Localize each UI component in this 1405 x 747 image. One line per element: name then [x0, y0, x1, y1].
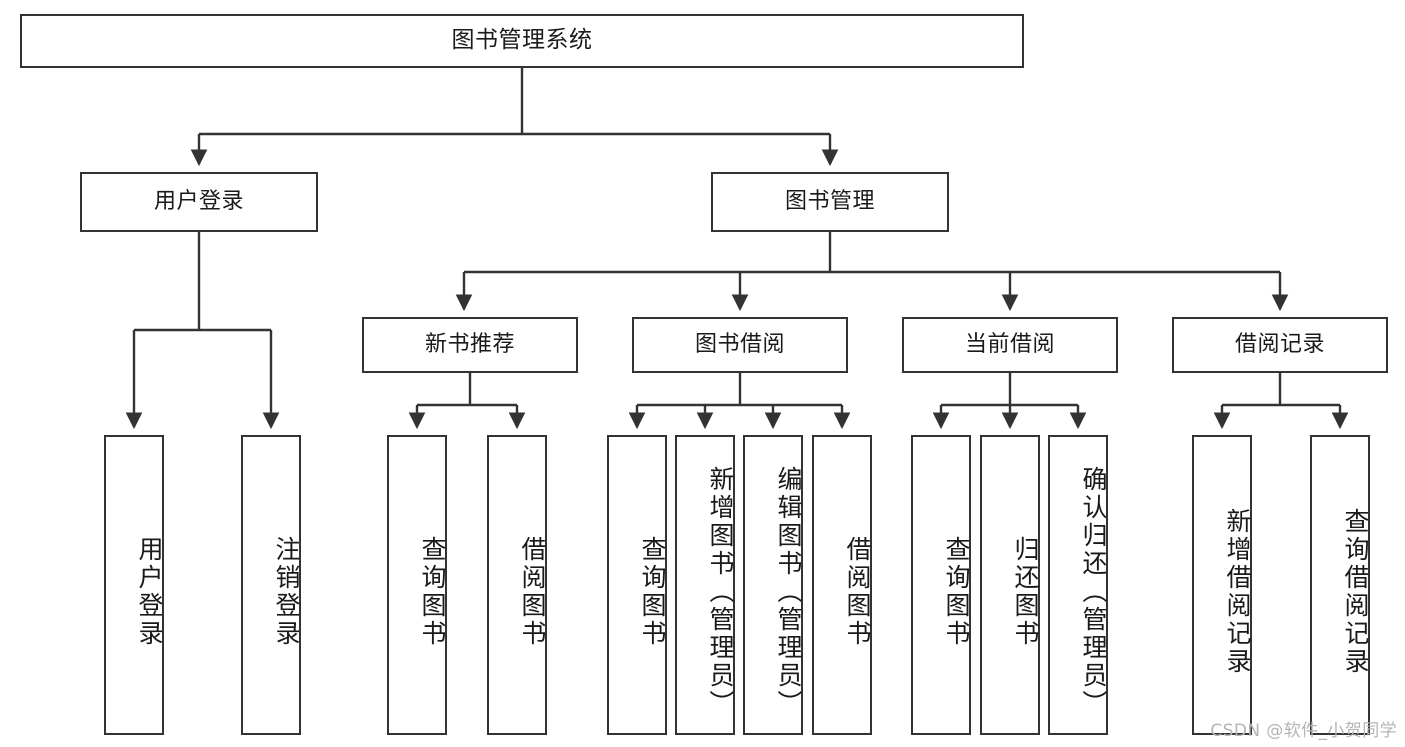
node-new-book-recommend-label: 新书推荐: [424, 332, 515, 358]
node-book-management-label: 图书管理: [784, 189, 875, 215]
node-leaf-confirm-return[interactable]: 确认归还（管理员）: [1048, 435, 1108, 735]
node-leaf-add-book-label: 新增图书（管理员）: [706, 466, 735, 718]
node-borrow-record[interactable]: 借阅记录: [1172, 317, 1388, 373]
node-leaf-user-logout[interactable]: 注销登录: [241, 435, 301, 735]
node-leaf-borrow-book-2[interactable]: 借阅图书: [812, 435, 872, 735]
node-leaf-query-record[interactable]: 查询借阅记录: [1310, 435, 1370, 735]
node-borrow-record-label: 借阅记录: [1234, 332, 1325, 358]
node-leaf-add-record-label: 新增借阅记录: [1223, 508, 1252, 676]
node-root-label: 图书管理系统: [451, 27, 593, 54]
node-user-login-label: 用户登录: [153, 189, 244, 215]
node-user-login[interactable]: 用户登录: [80, 172, 318, 232]
node-current-borrow[interactable]: 当前借阅: [902, 317, 1118, 373]
node-book-management[interactable]: 图书管理: [711, 172, 949, 232]
node-root-book-management-system[interactable]: 图书管理系统: [20, 14, 1024, 68]
node-book-borrow[interactable]: 图书借阅: [632, 317, 848, 373]
node-leaf-user-login[interactable]: 用户登录: [104, 435, 164, 735]
node-leaf-query-book-1[interactable]: 查询图书: [387, 435, 447, 735]
node-leaf-edit-book[interactable]: 编辑图书（管理员）: [743, 435, 803, 735]
node-leaf-return-book[interactable]: 归还图书: [980, 435, 1040, 735]
node-book-borrow-label: 图书借阅: [694, 332, 785, 358]
node-leaf-query-book-3-label: 查询图书: [942, 536, 971, 648]
node-leaf-query-record-label: 查询借阅记录: [1341, 508, 1370, 676]
node-leaf-return-book-label: 归还图书: [1011, 536, 1040, 648]
node-leaf-query-book-1-label: 查询图书: [418, 536, 447, 648]
node-leaf-add-book[interactable]: 新增图书（管理员）: [675, 435, 735, 735]
node-leaf-user-logout-label: 注销登录: [272, 536, 301, 648]
node-leaf-query-book-2-label: 查询图书: [638, 536, 667, 648]
node-leaf-query-book-3[interactable]: 查询图书: [911, 435, 971, 735]
node-leaf-query-book-2[interactable]: 查询图书: [607, 435, 667, 735]
node-leaf-confirm-return-label: 确认归还（管理员）: [1079, 466, 1108, 718]
node-new-book-recommend[interactable]: 新书推荐: [362, 317, 578, 373]
node-current-borrow-label: 当前借阅: [964, 332, 1055, 358]
node-leaf-borrow-book-1-label: 借阅图书: [518, 536, 547, 648]
node-leaf-edit-book-label: 编辑图书（管理员）: [774, 466, 803, 718]
node-leaf-borrow-book-2-label: 借阅图书: [843, 536, 872, 648]
node-leaf-user-login-label: 用户登录: [135, 536, 164, 648]
node-leaf-borrow-book-1[interactable]: 借阅图书: [487, 435, 547, 735]
node-leaf-add-record[interactable]: 新增借阅记录: [1192, 435, 1252, 735]
